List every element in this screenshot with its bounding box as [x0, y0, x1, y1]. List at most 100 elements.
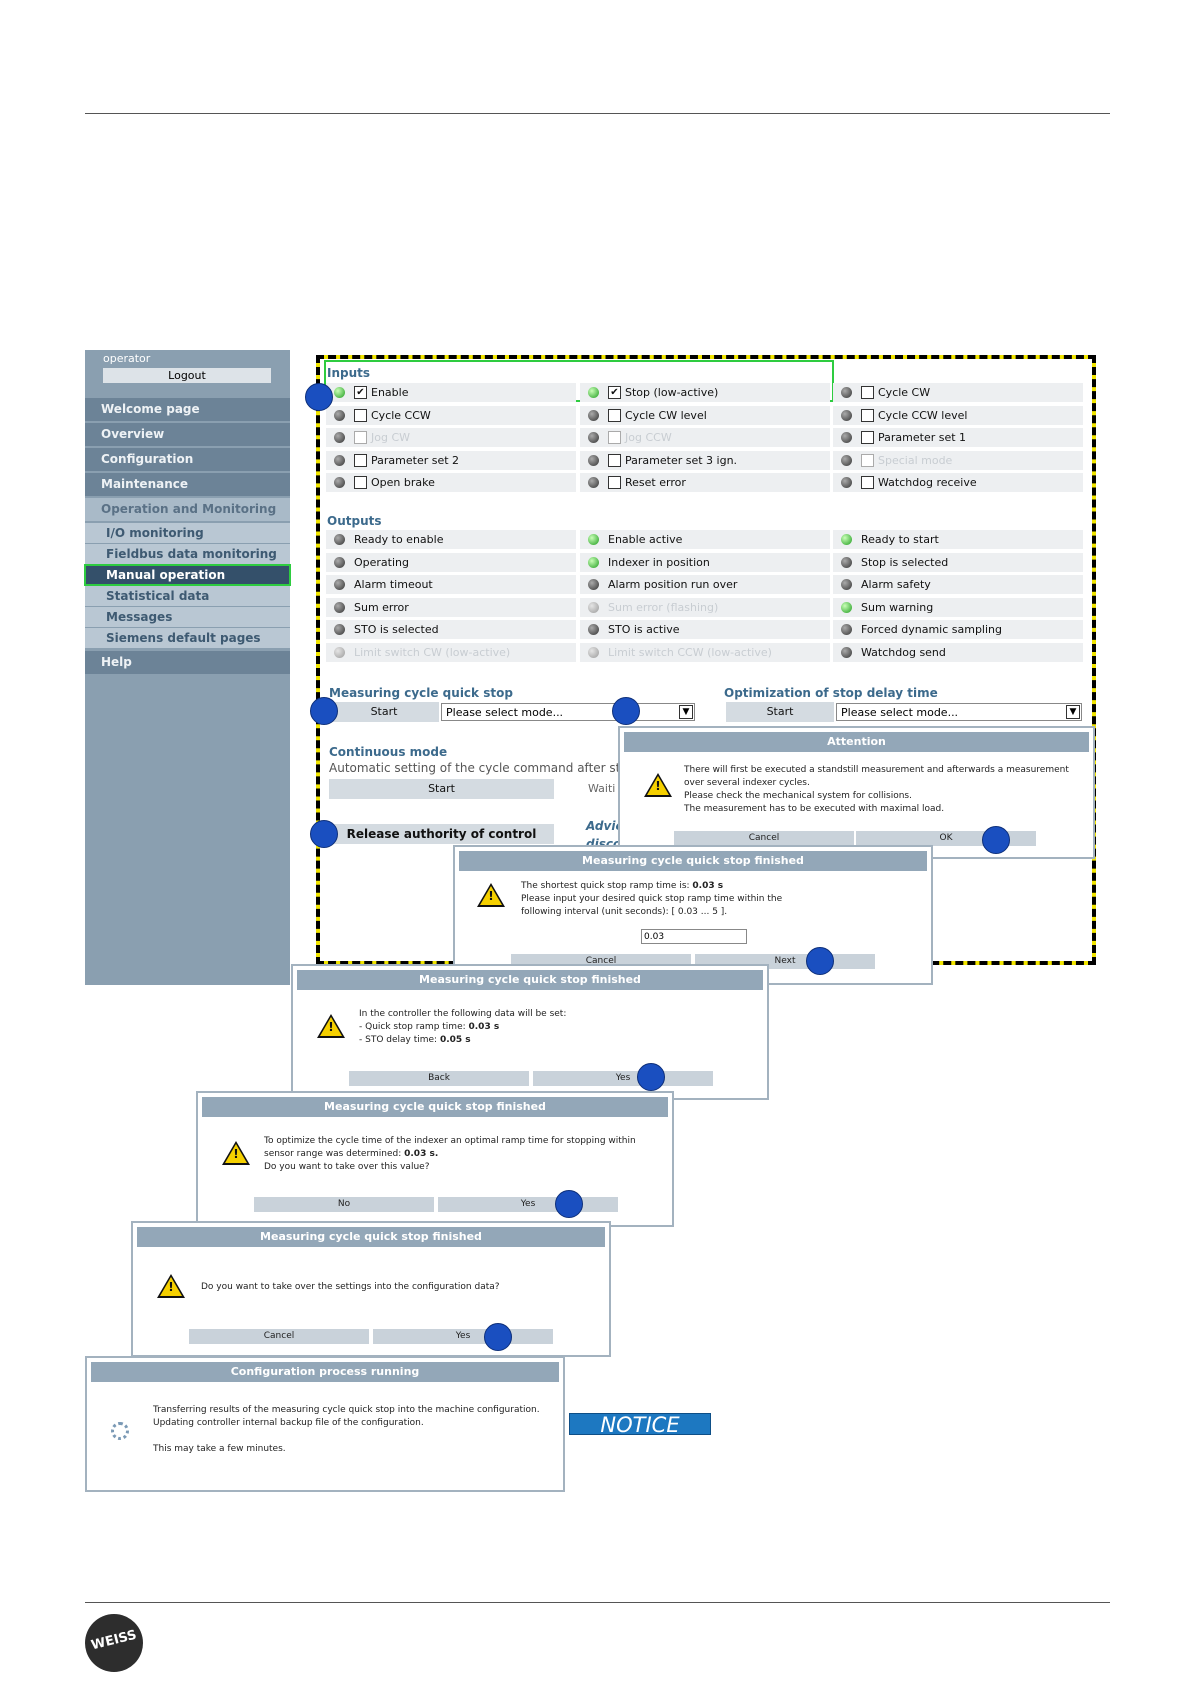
status-led-icon	[334, 477, 345, 488]
optimize-title: Measuring cycle quick stop finished	[202, 1097, 668, 1117]
nav-overview[interactable]: Overview	[85, 423, 290, 446]
output-label: Alarm timeout	[354, 578, 433, 591]
take-over-yes-button[interactable]: Yes	[373, 1329, 553, 1344]
attention-cancel-button[interactable]: Cancel	[674, 831, 854, 846]
input-label: Enable	[371, 386, 409, 399]
output-cell: Watchdog send	[833, 642, 1083, 662]
input-checkbox[interactable]: ✔	[608, 386, 621, 399]
release-authority-button[interactable]: Release authority of control	[329, 824, 554, 844]
continuous-description: Automatic setting of the cycle command a…	[329, 761, 636, 775]
output-label: Alarm safety	[861, 578, 931, 591]
status-led-icon	[588, 387, 599, 398]
step-marker-2	[310, 697, 338, 725]
quickstop-mode-select[interactable]: Please select mode... ▼	[441, 703, 695, 721]
nav-configuration[interactable]: Configuration	[85, 448, 290, 471]
output-cell: Forced dynamic sampling	[833, 620, 1083, 639]
nav-maintenance[interactable]: Maintenance	[85, 473, 290, 496]
input-label: Parameter set 1	[878, 431, 967, 444]
input-checkbox[interactable]	[861, 431, 874, 444]
attention-dialog: Attention ! There will first be executed…	[618, 726, 1095, 859]
nav-manual-operation[interactable]: Manual operation	[84, 564, 291, 586]
optdelay-mode-value: Please select mode...	[841, 706, 959, 719]
nav-welcome-page[interactable]: Welcome page	[85, 398, 290, 421]
output-cell: Alarm timeout	[326, 575, 576, 594]
input-checkbox[interactable]	[608, 408, 621, 422]
continuous-start-button[interactable]: Start	[329, 779, 554, 799]
optdelay-start-button[interactable]: Start	[726, 702, 834, 722]
input-checkbox[interactable]	[861, 386, 874, 399]
input-checkbox[interactable]: ✔	[354, 386, 367, 399]
sidebar: operator Logout Welcome page Overview Co…	[84, 350, 291, 985]
nav-io-monitoring[interactable]: I/O monitoring	[85, 523, 290, 543]
input-checkbox[interactable]	[608, 476, 621, 489]
warning-icon: !	[644, 773, 672, 797]
status-led-icon	[334, 579, 345, 590]
nav-help[interactable]: Help	[85, 651, 290, 674]
output-cell: Stop is selected	[833, 552, 1083, 572]
take-over-title: Measuring cycle quick stop finished	[137, 1227, 605, 1247]
status-led-icon	[588, 556, 599, 568]
input-label: Watchdog receive	[878, 476, 977, 489]
output-label: Alarm position run over	[608, 578, 738, 591]
status-led-icon	[841, 534, 852, 545]
optdelay-mode-select[interactable]: Please select mode... ▼	[836, 703, 1082, 721]
output-label: Ready to enable	[354, 533, 444, 546]
input-checkbox[interactable]	[861, 408, 874, 422]
input-label: Stop (low-active)	[625, 386, 719, 399]
data-set-back-button[interactable]: Back	[349, 1071, 529, 1086]
input-label: Cycle CCW	[371, 408, 431, 422]
input-label: Open brake	[371, 476, 435, 489]
status-led-icon	[588, 646, 599, 658]
ramp-time-title: Measuring cycle quick stop finished	[459, 851, 927, 871]
input-checkbox	[354, 431, 367, 444]
input-cell: ✔ Enable	[326, 383, 576, 402]
status-led-icon	[588, 409, 599, 421]
step-marker-7	[637, 1063, 665, 1091]
step-marker-5	[982, 826, 1010, 854]
status-led-icon	[841, 579, 852, 590]
nav-operation-monitoring[interactable]: Operation and Monitoring	[85, 498, 290, 521]
take-over-message: Do you want to take over the settings in…	[201, 1282, 500, 1292]
input-cell: Watchdog receive	[833, 473, 1083, 492]
status-led-icon	[334, 534, 345, 545]
warning-icon: !	[222, 1141, 250, 1165]
optimize-no-button[interactable]: No	[254, 1197, 434, 1212]
status-led-icon	[841, 624, 852, 635]
nav-messages[interactable]: Messages	[85, 607, 290, 627]
input-label: Jog CCW	[625, 431, 672, 444]
input-cell: Reset error	[580, 473, 830, 492]
output-cell: Indexer in position	[580, 552, 830, 572]
input-cell: Open brake	[326, 473, 576, 492]
config-process-title: Configuration process running	[91, 1362, 559, 1382]
input-label: Reset error	[625, 476, 686, 489]
quickstop-mode-value: Please select mode...	[446, 706, 564, 719]
ramp-time-input[interactable]: 0.03	[641, 929, 747, 944]
output-label: Operating	[354, 555, 409, 569]
nav-statistical-data[interactable]: Statistical data	[85, 586, 290, 606]
input-checkbox	[861, 453, 874, 467]
config-process-message: Transferring results of the measuring cy…	[153, 1405, 540, 1454]
input-checkbox[interactable]	[861, 476, 874, 489]
input-checkbox[interactable]	[354, 476, 367, 489]
input-checkbox[interactable]	[354, 408, 367, 422]
data-set-yes-button[interactable]: Yes	[533, 1071, 713, 1086]
input-checkbox[interactable]	[608, 453, 621, 467]
input-cell: Jog CCW	[580, 428, 830, 447]
input-checkbox[interactable]	[354, 453, 367, 467]
nav-fieldbus-monitoring[interactable]: Fieldbus data monitoring	[85, 544, 290, 564]
input-label: Parameter set 2	[371, 453, 460, 467]
input-checkbox	[608, 431, 621, 444]
data-set-dialog: Measuring cycle quick stop finished ! In…	[291, 964, 769, 1100]
status-led-icon	[588, 579, 599, 590]
attention-title: Attention	[624, 732, 1089, 752]
output-cell: Ready to enable	[326, 530, 576, 549]
input-cell: Parameter set 1	[833, 428, 1083, 447]
optimize-yes-button[interactable]: Yes	[438, 1197, 618, 1212]
take-over-cancel-button[interactable]: Cancel	[189, 1329, 369, 1344]
input-cell: Cycle CCW	[326, 405, 576, 425]
input-label: Cycle CCW level	[878, 408, 968, 422]
output-cell: STO is active	[580, 620, 830, 639]
nav-siemens-default-pages[interactable]: Siemens default pages	[85, 628, 290, 648]
quickstop-start-button[interactable]: Start	[329, 702, 439, 722]
logout-button[interactable]: Logout	[103, 368, 271, 383]
